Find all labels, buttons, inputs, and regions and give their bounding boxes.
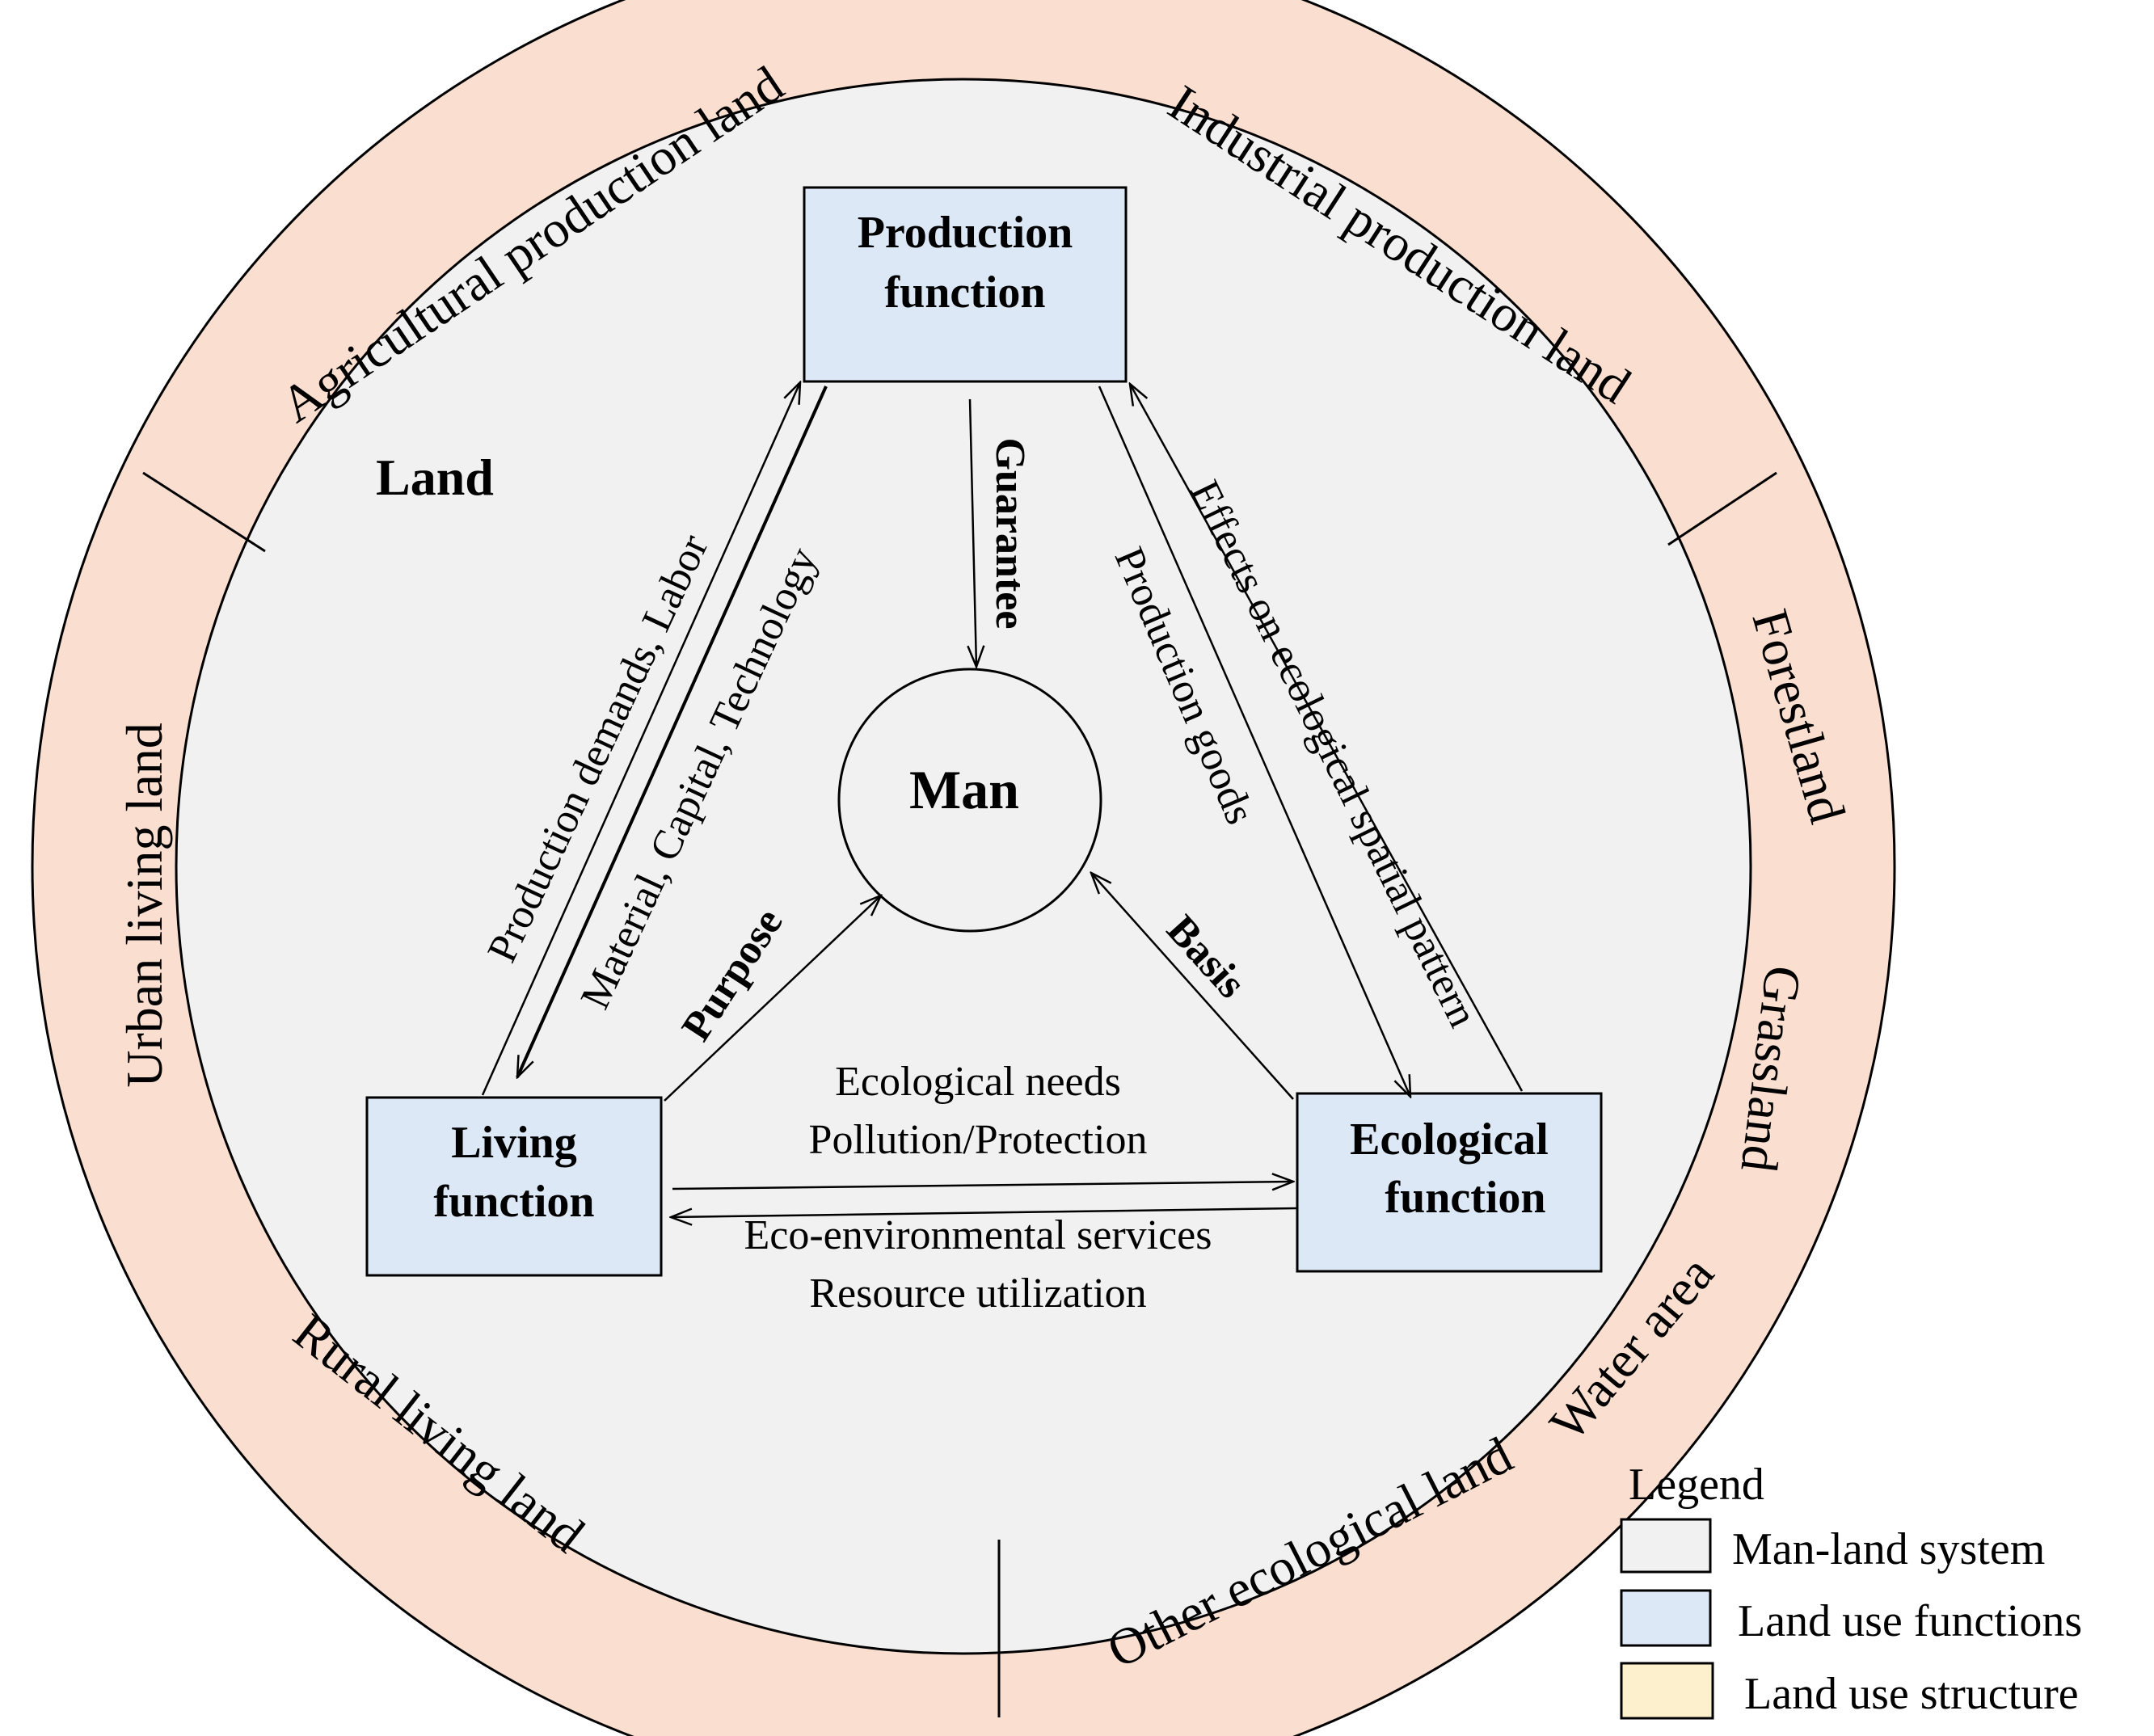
arrow-ecological-to-living [671, 1207, 1298, 1217]
legend-title: Legend [1629, 1460, 1764, 1510]
arrow-purpose [664, 895, 881, 1102]
legend-swatch-structure [1620, 1662, 1714, 1720]
ring-divider-top-right [1667, 471, 1777, 546]
arrow-production-demands [481, 382, 800, 1096]
production-function-line2: function [884, 268, 1045, 318]
ring-divider-top-left [142, 471, 266, 553]
arrow-production-goods [1098, 386, 1410, 1097]
ecological-function-line2: function [1385, 1173, 1545, 1223]
label-eco-services: Eco-environmental services [744, 1212, 1212, 1258]
ecological-function-box [1296, 1092, 1603, 1273]
land-label: Land [376, 449, 494, 506]
ring-label-urban: Urban living land [116, 723, 173, 1087]
arrow-guarantee [970, 398, 976, 667]
legend-label-functions: Land use functions [1738, 1596, 2082, 1646]
man-label: Man [909, 759, 1019, 820]
living-function-line2: function [433, 1177, 594, 1227]
legend-label-structure: Land use structure [1744, 1669, 2079, 1719]
living-function-box [365, 1096, 663, 1277]
legend: Legend Man-land system Land use function… [1620, 1460, 2082, 1720]
arrow-material-capital [516, 386, 828, 1077]
production-function-box [803, 186, 1128, 383]
arrow-basis [1091, 873, 1294, 1100]
arrow-living-to-ecological [672, 1182, 1293, 1189]
label-ecological-needs: Ecological needs [835, 1059, 1121, 1105]
label-guarantee: Guarantee [987, 438, 1033, 630]
man-circle [837, 668, 1102, 933]
legend-label-man-land: Man-land system [1732, 1524, 2045, 1574]
legend-swatch-functions [1620, 1589, 1712, 1647]
arrow-effects-ecological [1130, 384, 1524, 1092]
living-function-line1: Living [451, 1118, 577, 1168]
production-function-line1: Production [858, 208, 1073, 258]
label-resource-utilization: Resource utilization [809, 1270, 1146, 1317]
ecological-function-line1: Ecological [1350, 1114, 1549, 1165]
label-pollution-protection: Pollution/Protection [809, 1117, 1148, 1163]
legend-swatch-man-land [1620, 1518, 1712, 1574]
